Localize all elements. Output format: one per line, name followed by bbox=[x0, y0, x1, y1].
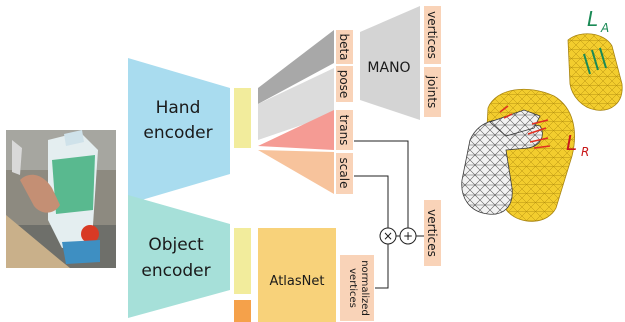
pose-label-bg bbox=[336, 66, 353, 102]
attraction-lines bbox=[583, 47, 607, 75]
attraction-loss-subscript: A bbox=[600, 21, 609, 35]
object-encoder-label-line2: encoder bbox=[141, 261, 210, 281]
mano-block bbox=[360, 6, 420, 120]
mano-vertices-label-bg bbox=[424, 6, 441, 64]
object-vertices-label-bg bbox=[424, 200, 441, 266]
connector-lines bbox=[354, 140, 424, 289]
scale-connector bbox=[354, 175, 389, 228]
multiply-operator-circle bbox=[379, 227, 397, 245]
beta-label-bg bbox=[336, 30, 353, 64]
beta-branch bbox=[258, 30, 334, 104]
hand-encoder-label-line2: encoder bbox=[143, 123, 212, 143]
trans-label: trans bbox=[337, 115, 351, 146]
normalized-vertices-connector bbox=[375, 244, 389, 289]
repulsion-loss-symbol: L bbox=[566, 131, 577, 155]
hand-encoder-label-line1: Hand bbox=[156, 98, 201, 118]
repulsion-loss-subscript: R bbox=[581, 145, 589, 159]
add-operator: + bbox=[403, 229, 413, 243]
object-feature-vector bbox=[234, 228, 251, 294]
trans-branch bbox=[258, 110, 334, 150]
mano-joints-label-bg bbox=[424, 67, 441, 117]
atlasnet-block bbox=[258, 228, 336, 322]
scale-branch bbox=[258, 150, 334, 194]
multiply-operator: × bbox=[383, 229, 393, 243]
normalized-vertices-label-line1: normalized bbox=[359, 260, 370, 316]
scale-label: scale bbox=[337, 158, 351, 189]
mano-label: MANO bbox=[367, 60, 410, 76]
object-encoder-label-line1: Object bbox=[148, 235, 204, 255]
normalized-vertices-label-bg bbox=[340, 255, 374, 321]
beta-label: beta bbox=[337, 33, 351, 60]
trans-connector bbox=[354, 140, 409, 228]
object-feature-accent bbox=[234, 300, 251, 322]
add-operator-circle bbox=[399, 227, 417, 245]
mano-joints-label: joints bbox=[425, 75, 439, 109]
reconstruction-render bbox=[461, 33, 623, 222]
atlasnet-label: AtlasNet bbox=[270, 274, 325, 289]
attraction-loss-symbol: L bbox=[587, 7, 598, 31]
pose-branch bbox=[258, 68, 334, 140]
trans-label-bg bbox=[336, 110, 353, 150]
mano-vertices-label: vertices bbox=[425, 11, 439, 59]
pose-label: pose bbox=[337, 70, 351, 99]
hand-encoder-block bbox=[128, 58, 230, 204]
input-photo bbox=[6, 130, 116, 268]
object-vertices-label: vertices bbox=[425, 209, 439, 257]
object-encoder-block bbox=[128, 195, 230, 318]
scale-label-bg bbox=[336, 153, 353, 194]
normalized-vertices-label-line2: vertices bbox=[347, 268, 358, 308]
hand-feature-vector bbox=[234, 88, 251, 148]
bottle-mesh-small bbox=[567, 33, 623, 111]
contact-regions bbox=[499, 105, 551, 149]
